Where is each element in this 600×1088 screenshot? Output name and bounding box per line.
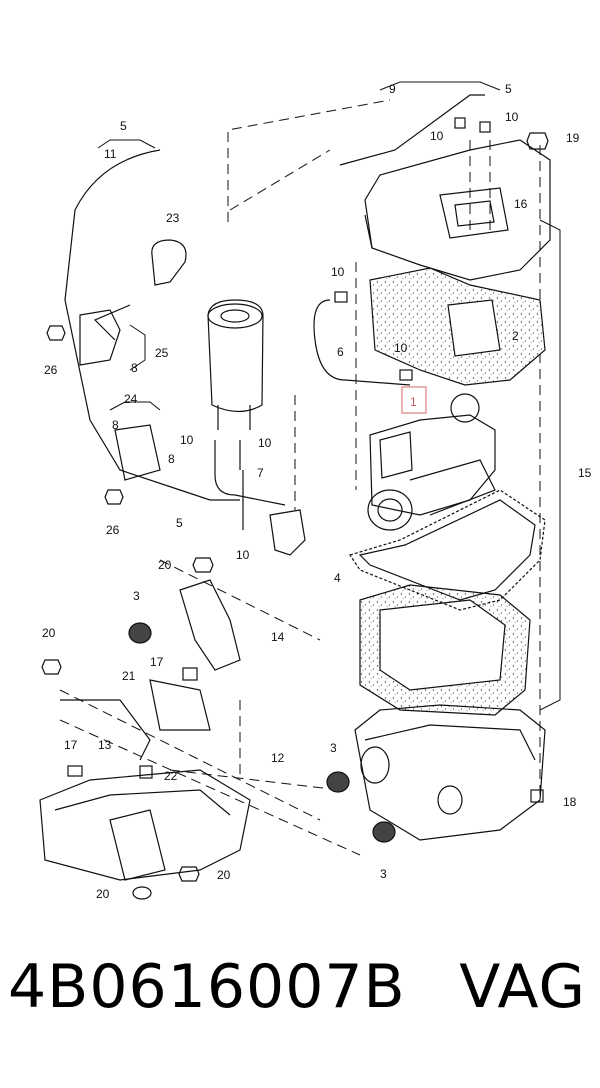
callout-8-b: 8 — [112, 418, 119, 432]
callout-24: 24 — [124, 392, 138, 406]
callout-21: 21 — [122, 669, 136, 683]
callout-12: 12 — [271, 751, 285, 765]
air-lines — [64, 94, 485, 556]
callout-3-b: 3 — [330, 741, 337, 755]
part-number-label: 4B0616007B — [8, 952, 406, 1022]
callout-10-f: 10 — [258, 436, 272, 450]
callout-5-top: 5 — [505, 82, 512, 96]
mounting-bracket-upper — [149, 579, 241, 731]
callout-10-c: 10 — [331, 265, 345, 279]
callout-4: 4 — [334, 571, 341, 585]
callout-10-g: 10 — [236, 548, 250, 562]
callout-18: 18 — [563, 795, 577, 809]
callout-10-b: 10 — [505, 110, 519, 124]
part-1-highlight-box — [401, 386, 427, 414]
fasteners — [41, 117, 549, 900]
callout-labels: 5 9 10 10 19 16 5 11 23 10 2 6 10 1 25 2… — [42, 82, 592, 901]
left-brackets — [79, 304, 161, 481]
callout-11: 11 — [104, 147, 117, 161]
lower-bracket-frame — [39, 699, 251, 881]
callout-3-c: 3 — [380, 867, 387, 881]
air-reservoir — [207, 299, 264, 430]
callout-10-d: 10 — [394, 341, 408, 355]
callout-22: 22 — [164, 769, 178, 783]
callout-3-a: 3 — [133, 589, 140, 603]
callout-17-b: 17 — [64, 738, 78, 752]
callout-20-c: 20 — [217, 868, 231, 882]
callout-1: 1 — [410, 395, 417, 409]
bottom-tray — [354, 704, 546, 841]
grouping-brackets — [97, 81, 561, 711]
callout-10-a: 10 — [430, 129, 444, 143]
callout-9: 9 — [389, 82, 396, 96]
callout-23: 23 — [166, 211, 180, 225]
compressor-unit — [367, 393, 496, 531]
callout-5-left: 5 — [120, 119, 127, 133]
exploded-parts-diagram: 5 9 10 10 19 16 5 11 23 10 2 6 10 1 25 2… — [39, 81, 592, 901]
rubber-mounts — [128, 622, 396, 843]
callout-26-a: 26 — [44, 363, 58, 377]
top-housing-cover — [364, 139, 551, 281]
callout-25: 25 — [155, 346, 169, 360]
callout-5-mid: 5 — [176, 516, 183, 530]
callout-20-d: 20 — [96, 887, 110, 901]
brand-label: VAG — [459, 952, 586, 1022]
callout-6: 6 — [337, 345, 344, 359]
callout-20-b: 20 — [42, 626, 56, 640]
callout-15: 15 — [578, 466, 592, 480]
callout-8-a: 8 — [131, 361, 138, 375]
callout-7: 7 — [257, 466, 264, 480]
callout-10-e: 10 — [180, 433, 194, 447]
callout-16: 16 — [514, 197, 528, 211]
hose-clip — [151, 239, 187, 286]
callout-8-c: 8 — [168, 452, 175, 466]
callout-2: 2 — [512, 329, 519, 343]
callout-17-a: 17 — [150, 655, 164, 669]
callout-26-b: 26 — [106, 523, 120, 537]
callout-13: 13 — [98, 738, 112, 752]
leader-lines — [59, 99, 541, 856]
insulation-block — [359, 267, 546, 716]
callout-14: 14 — [271, 630, 285, 644]
callout-19: 19 — [566, 131, 580, 145]
callout-20-a: 20 — [158, 558, 172, 572]
gasket — [349, 489, 546, 611]
